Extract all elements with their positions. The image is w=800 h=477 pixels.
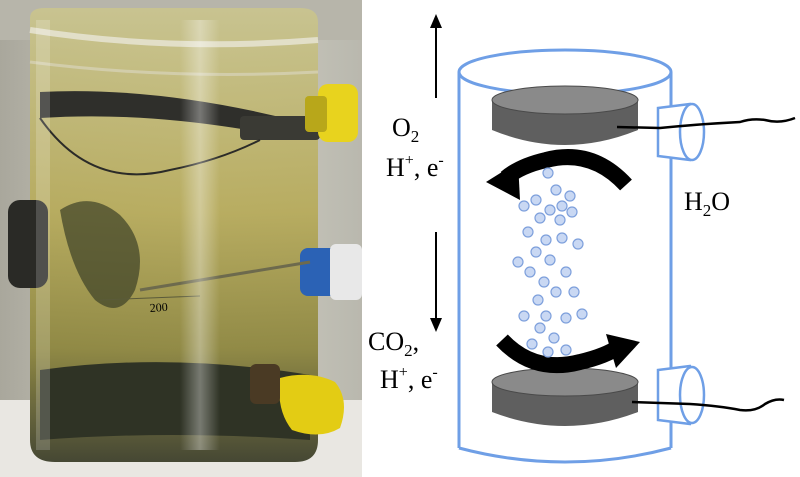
bubble bbox=[544, 204, 556, 216]
bubble bbox=[540, 234, 552, 246]
arrow-up-icon bbox=[430, 14, 442, 98]
bubble bbox=[540, 310, 552, 322]
bubble bbox=[544, 254, 556, 266]
bubble bbox=[548, 332, 560, 344]
bubble bbox=[542, 167, 554, 179]
bubble bbox=[524, 266, 536, 278]
arrow-down-icon bbox=[430, 232, 442, 332]
bubble bbox=[530, 246, 542, 258]
bubble bbox=[530, 194, 542, 206]
bubble bbox=[560, 266, 572, 278]
bubble bbox=[538, 276, 550, 288]
curved-arrow-left-icon bbox=[486, 149, 632, 200]
label-oxygen: O2 bbox=[392, 113, 419, 146]
bottom-port bbox=[631, 364, 785, 426]
bubble bbox=[572, 238, 584, 250]
bubble bbox=[518, 310, 530, 322]
reactor-photo: 200 bbox=[0, 0, 362, 477]
bubble bbox=[512, 256, 524, 268]
bubble bbox=[554, 214, 566, 226]
bubble bbox=[550, 286, 562, 298]
bubble bbox=[526, 338, 538, 350]
label-water: H2O bbox=[684, 187, 730, 220]
label-carbon-dioxide: CO2, bbox=[368, 327, 419, 360]
bubble bbox=[568, 286, 580, 298]
bubble bbox=[550, 184, 562, 196]
reactor-diagram: O2 H+, e- CO2, H+, e- H2O bbox=[368, 14, 796, 464]
bubble bbox=[556, 200, 568, 212]
bubble bbox=[556, 232, 568, 244]
label-top-ions: H+, e- bbox=[386, 152, 444, 182]
bubble bbox=[576, 308, 588, 320]
svg-text:200: 200 bbox=[149, 300, 168, 315]
bubble bbox=[522, 226, 534, 238]
bubble bbox=[560, 344, 572, 356]
bubble bbox=[518, 200, 530, 212]
bubble bbox=[534, 322, 546, 334]
gas-bubbles bbox=[512, 167, 588, 358]
bubble bbox=[534, 212, 546, 224]
top-electrode bbox=[491, 85, 639, 145]
bubble bbox=[542, 346, 554, 358]
bottom-electrode bbox=[491, 367, 639, 426]
bubble bbox=[560, 312, 572, 324]
bubble bbox=[532, 294, 544, 306]
bubble bbox=[566, 206, 578, 218]
top-port bbox=[616, 102, 796, 162]
label-bottom-ions: H+, e- bbox=[380, 364, 438, 394]
bubble bbox=[564, 190, 576, 202]
curved-arrow-right-icon bbox=[496, 334, 640, 374]
